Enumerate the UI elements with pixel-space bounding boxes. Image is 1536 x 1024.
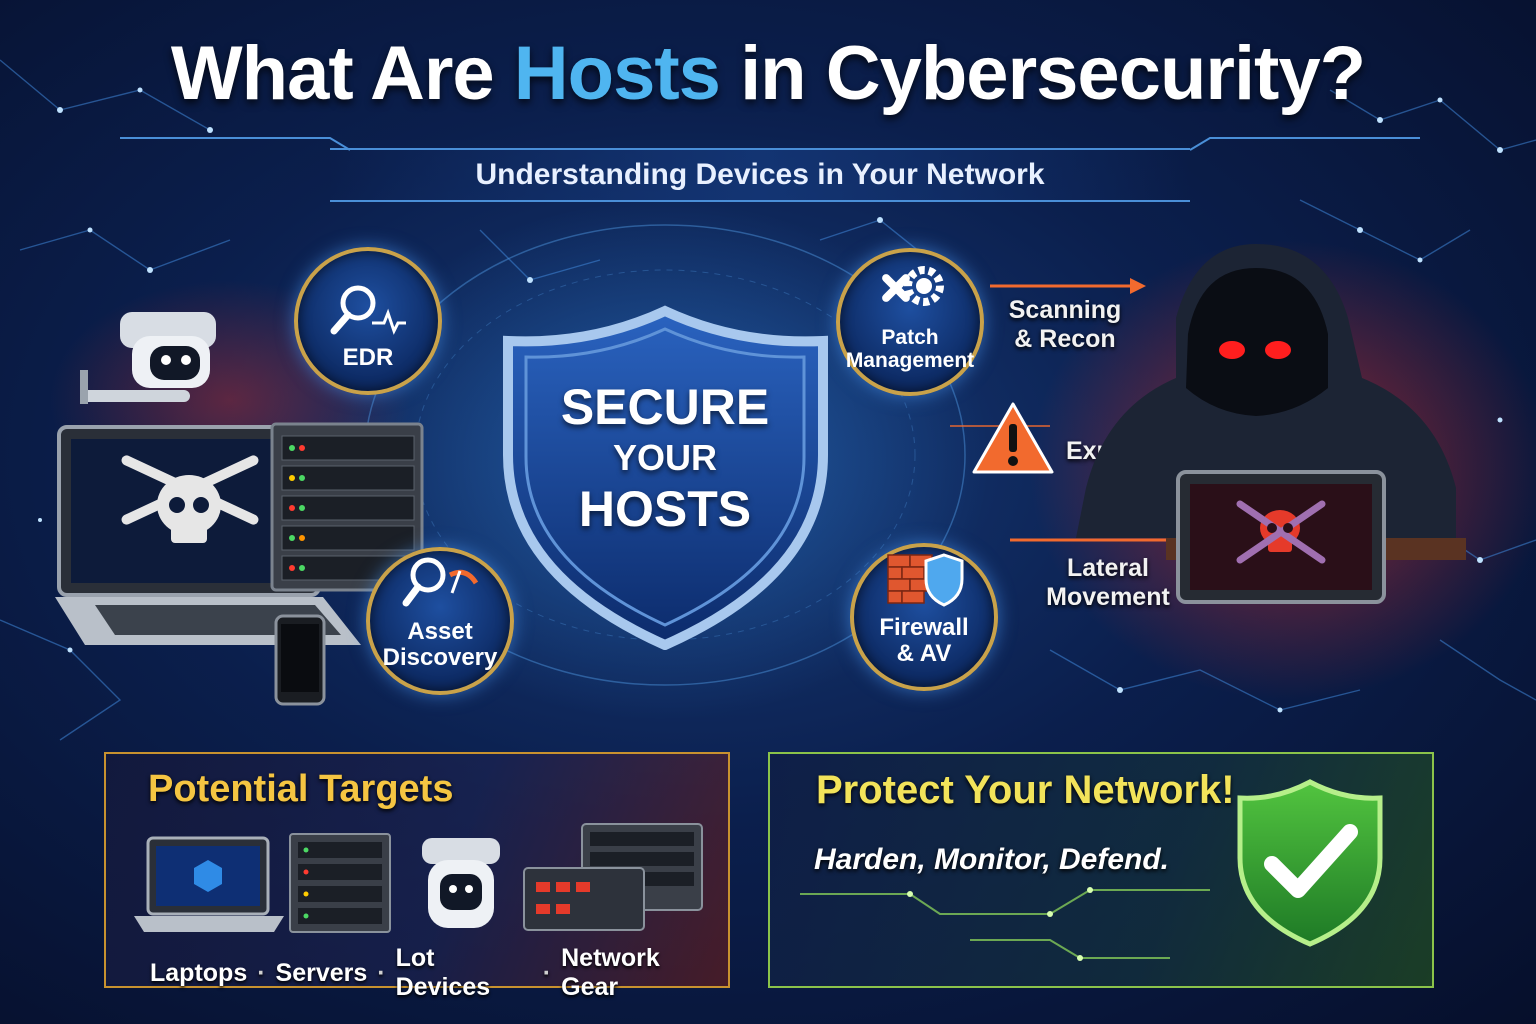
hooded-hacker-icon [1076, 244, 1466, 604]
magnifier-pickaxe-icon [402, 557, 479, 607]
smartphone-icon [274, 614, 326, 706]
shield-caption: SECURE YOUR HOSTS [540, 378, 790, 538]
separator: · [542, 958, 552, 987]
title-before: What Are [170, 31, 514, 116]
edr-label: EDR [342, 344, 394, 371]
protect-motto: Harden, Monitor, Defend. [814, 843, 1170, 876]
shield-line3: HOSTS [578, 481, 752, 537]
title-after: in Cybersecurity? [719, 31, 1366, 116]
scan-line1: Scanning [1008, 296, 1122, 324]
wrench-gear-icon [882, 266, 944, 306]
target-network-gear: Network Gear [561, 944, 660, 1001]
network-gear-icon [523, 823, 703, 931]
firewall-label-line2: & AV [896, 640, 952, 667]
protect-network-title: Protect Your Network! [816, 768, 1235, 812]
central-shield-icon [503, 305, 828, 650]
iot-device-icon [422, 838, 500, 928]
target-laptops: Laptops [150, 958, 248, 987]
subtitle: Understanding Devices in Your Network [475, 158, 1045, 191]
lateral-line1: Lateral [1067, 554, 1149, 582]
shield-line2: YOUR [612, 437, 717, 478]
patch-label-line2: Management [845, 349, 975, 372]
patch-label-line1: Patch [881, 326, 939, 349]
separator: · [257, 958, 266, 987]
security-camera-icon [80, 312, 216, 404]
asset-label-line1: Asset [407, 618, 473, 645]
target-servers: Servers [275, 958, 368, 987]
scanning-recon-label: Scanning & Recon [1000, 296, 1130, 354]
firewall-av-tool[interactable]: Firewall & AV [850, 543, 998, 691]
target-iot-devices: Lot Devices [395, 944, 491, 1001]
laptop-icon [134, 836, 284, 932]
scan-line2: & Recon [1014, 325, 1116, 353]
asset-label-line2: Discovery [382, 644, 498, 671]
lateral-line2: Movement [1046, 583, 1170, 611]
page-title: What Are Hosts in Cybersecurity? [0, 30, 1536, 117]
title-highlight: Hosts [513, 31, 721, 116]
separator: · [377, 958, 386, 987]
server-rack-icon [270, 422, 424, 592]
firewall-label-line1: Firewall [879, 614, 969, 641]
green-check-shield-icon [1237, 779, 1383, 947]
firewall-shield-icon [887, 553, 964, 607]
magnifier-pulse-icon [330, 285, 406, 335]
patch-management-tool[interactable]: Patch Management [836, 248, 984, 396]
shield-line1: SECURE [560, 379, 770, 435]
asset-discovery-tool[interactable]: Asset Discovery [366, 547, 514, 695]
potential-targets-title: Potential Targets [148, 768, 454, 810]
edr-tool[interactable]: EDR [294, 247, 442, 395]
warning-icon [972, 402, 1054, 474]
server-icon [289, 833, 391, 933]
lateral-movement-label: Lateral Movement [1038, 554, 1178, 612]
subtitle-banner: Understanding Devices in Your Network [330, 148, 1190, 202]
targets-list: Laptops · Servers · Lot Devices · Networ… [150, 944, 720, 1002]
circuit-lines [800, 887, 1210, 961]
